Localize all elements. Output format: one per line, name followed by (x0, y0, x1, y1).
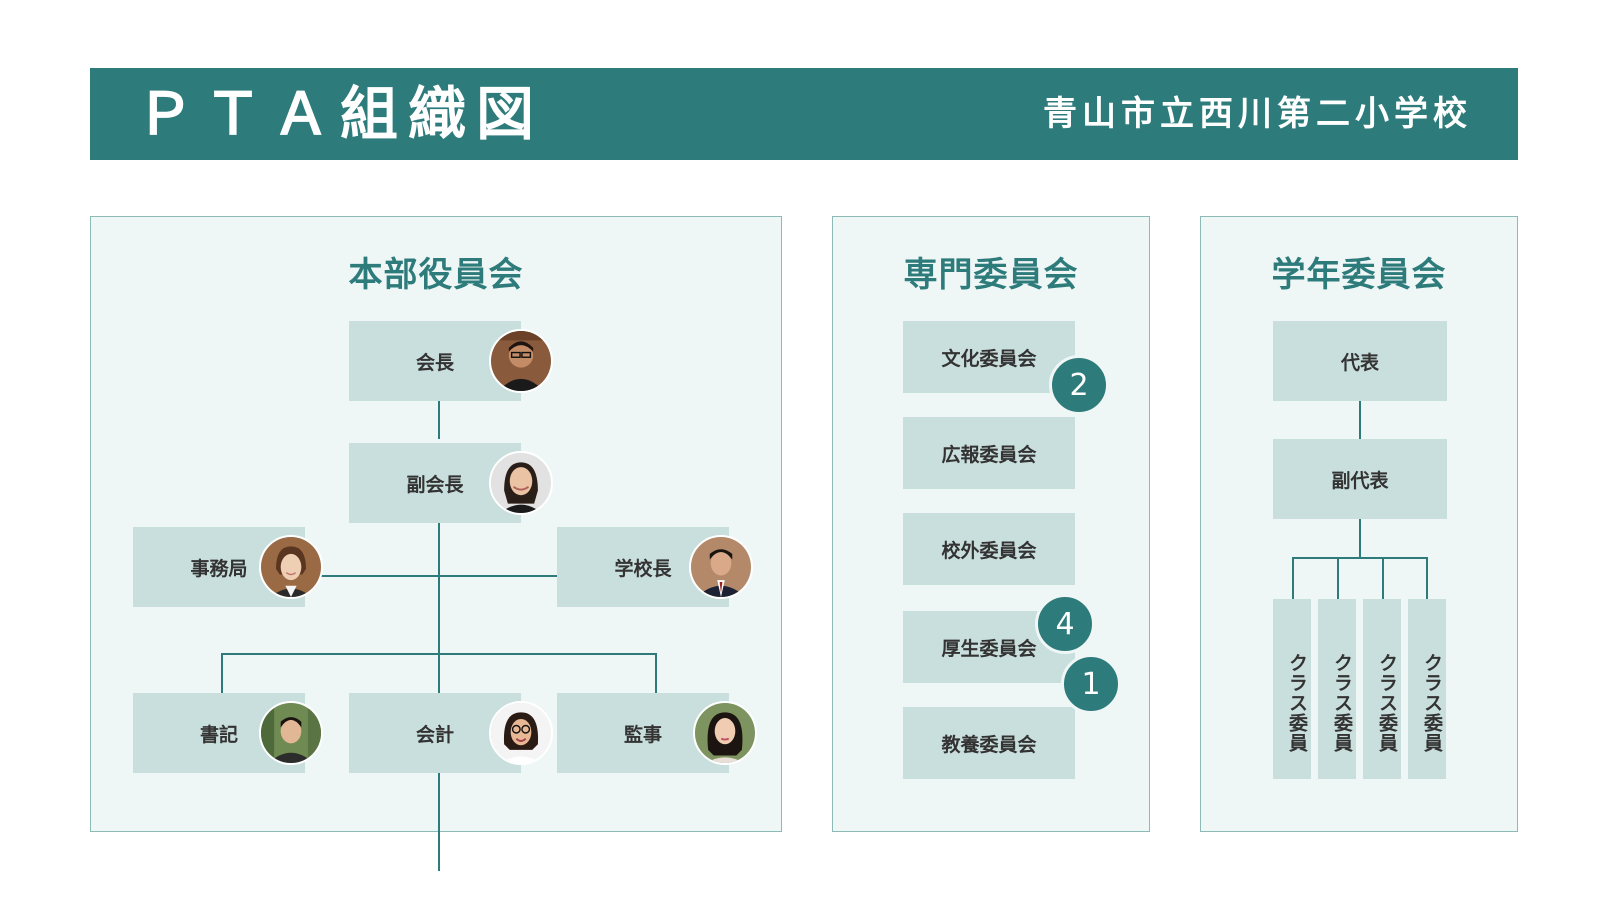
kanji-avatar (693, 701, 757, 765)
node-jimukyoku-label: 事務局 (190, 557, 248, 580)
node-kaikei-label: 会計 (415, 723, 454, 746)
senmon-title: 専門委員会 (903, 255, 1079, 295)
committee-label: 校外委員会 (941, 539, 1037, 562)
gakunen-panel: 学年委員会 代表 副代表 クラス委員 クラス委員 クラス委員 クラス委員 (1200, 216, 1518, 832)
connector-line (1359, 401, 1361, 439)
connector-line (1359, 519, 1361, 559)
committee-kyouyou: 教養委員会 (903, 707, 1075, 779)
class-member-node: クラス委員 (1363, 599, 1401, 779)
node-fukukaicho-label: 副会長 (406, 473, 464, 496)
jimukyoku-avatar (259, 535, 323, 599)
node-kanji-label: 監事 (623, 723, 662, 746)
senmon-panel: 専門委員会 文化委員会 広報委員会 校外委員会 厚生委員会 教養委員会 2 4 … (832, 216, 1150, 832)
class-member-node: クラス委員 (1408, 599, 1446, 779)
connector-line (221, 653, 223, 705)
class-member-node: クラス委員 (1318, 599, 1356, 779)
node-daihyo-label: 代表 (1340, 351, 1379, 374)
connector-line (1337, 557, 1339, 601)
committee-label: 教養委員会 (941, 733, 1037, 756)
committee-label: 文化委員会 (941, 347, 1037, 370)
kaikei-avatar (489, 701, 553, 765)
badge-count: 4 (1035, 594, 1095, 654)
class-member-node: クラス委員 (1273, 599, 1311, 779)
shoki-avatar (259, 701, 323, 765)
kaicho-avatar (489, 329, 553, 393)
connector-line (1292, 557, 1294, 601)
committee-bunka: 文化委員会 (903, 321, 1075, 393)
honbu-panel: 本部役員会 会長 副会長 事務局 学校長 書記 会計 (90, 216, 782, 871)
school-name: 青山市立西川第二小学校 (1043, 94, 1472, 134)
node-fukudaihyo: 副代表 (1273, 439, 1447, 519)
fukukaicho-avatar (489, 451, 553, 515)
page-title: ＰＴＡ組織図 (136, 80, 545, 148)
connector-line (221, 653, 657, 655)
connector-line (1426, 557, 1428, 601)
honbu-title: 本部役員会 (348, 255, 524, 295)
kochou-avatar (689, 535, 753, 599)
committee-kougai: 校外委員会 (903, 513, 1075, 585)
connector-line (655, 653, 657, 705)
node-daihyo: 代表 (1273, 321, 1447, 401)
header-banner: ＰＴＡ組織図 青山市立西川第二小学校 (90, 68, 1518, 160)
gakunen-title: 学年委員会 (1271, 255, 1447, 295)
badge-count: 1 (1061, 654, 1121, 714)
committee-label: 厚生委員会 (941, 637, 1037, 660)
committee-label: 広報委員会 (941, 443, 1037, 466)
badge-count: 2 (1049, 355, 1109, 415)
committee-kouhou: 広報委員会 (903, 417, 1075, 489)
connector-line (1382, 557, 1384, 601)
node-kochou-label: 学校長 (614, 557, 672, 580)
connector-line (1292, 557, 1428, 559)
connector-line (321, 575, 563, 577)
connector-line (438, 397, 440, 439)
node-kaicho-label: 会長 (415, 351, 454, 374)
node-shoki-label: 書記 (199, 723, 238, 746)
node-fukudaihyo-label: 副代表 (1331, 469, 1389, 492)
